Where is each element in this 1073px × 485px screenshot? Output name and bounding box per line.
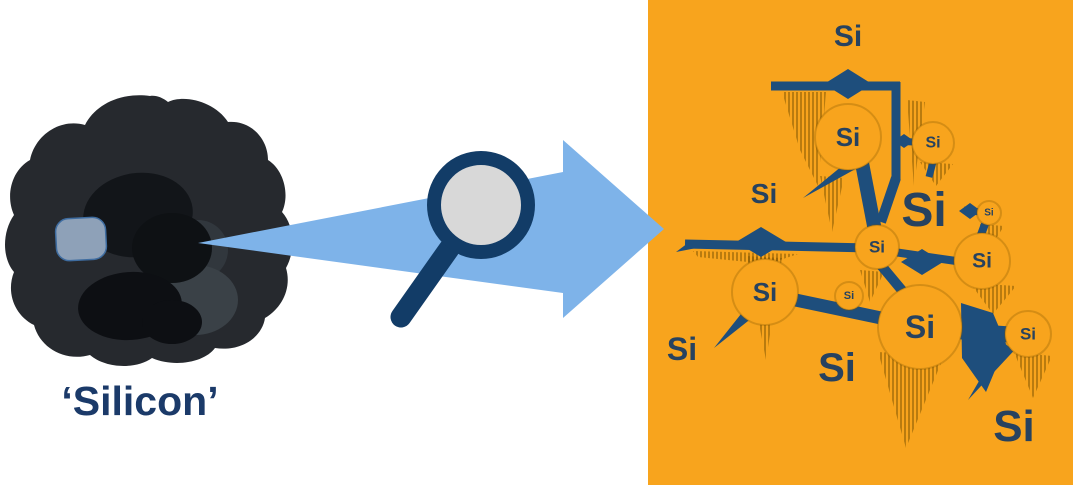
- bond-diamond: [901, 249, 943, 275]
- rock-bluegray-patch: [54, 216, 108, 262]
- si-atom-label: Si: [984, 208, 994, 219]
- magnifier-lens: [427, 151, 535, 259]
- shadow-streak: [1014, 352, 1052, 398]
- si-atom-label: Si: [869, 238, 885, 257]
- shadow-streak: [782, 92, 826, 186]
- si-atom: [911, 121, 955, 165]
- silicon-rock-illustration: [5, 95, 293, 366]
- rock-dark-patch: [132, 213, 212, 283]
- shadow-streak: [920, 162, 953, 186]
- bond: [855, 161, 883, 238]
- bond-blob: [961, 303, 1006, 392]
- si-atom: [1004, 310, 1052, 358]
- shadow-streak: [970, 283, 1016, 314]
- si-atom: [976, 200, 1002, 226]
- si-atom: [731, 258, 799, 326]
- rock-outer-blob: [5, 95, 293, 366]
- si-label: Si: [901, 184, 946, 237]
- si-atom: [854, 224, 900, 270]
- shadow-streak: [820, 176, 844, 232]
- bond-taper: [676, 239, 696, 252]
- si-atom: [814, 103, 882, 171]
- bond-diamond: [959, 203, 981, 219]
- rock-dark-patch: [83, 172, 193, 258]
- si-atom-label: Si: [753, 277, 778, 307]
- si-label: Si: [818, 346, 856, 390]
- si-label: Si: [834, 20, 862, 53]
- si-atom-label: Si: [836, 122, 861, 152]
- shadow-streak: [860, 270, 884, 302]
- shadow-streak: [693, 251, 798, 264]
- shadow-streak: [878, 352, 944, 448]
- bond-diamond: [894, 134, 914, 148]
- si-atom: [877, 284, 963, 370]
- rock-darkest-patch: [142, 300, 202, 344]
- bond-diamond: [824, 69, 872, 99]
- silicon-caption: ‘Silicon’: [61, 378, 219, 424]
- rock-bluegray-patch-small: [136, 190, 166, 214]
- si-atom-label: Si: [972, 250, 992, 273]
- si-atom-label: Si: [844, 290, 854, 302]
- si-atom-label: Si: [905, 309, 935, 345]
- si-atom-label: Si: [1020, 325, 1036, 344]
- bond-diamond: [736, 227, 786, 257]
- si-atom-label: Si: [925, 135, 940, 152]
- rock-darkest-patch: [78, 271, 182, 341]
- si-label: Si: [751, 178, 777, 209]
- magnifier-icon: [390, 151, 535, 328]
- right-arrow: [198, 140, 664, 318]
- bond: [925, 161, 937, 178]
- si-atom: [834, 281, 864, 311]
- si-label: Si: [667, 331, 697, 367]
- rock-gray-patch: [152, 265, 238, 335]
- bond: [876, 176, 901, 224]
- magnifier-handle: [390, 238, 460, 328]
- rock-gray-patch: [168, 220, 228, 280]
- si-atom: [953, 232, 1011, 290]
- si-label: Si: [993, 402, 1035, 451]
